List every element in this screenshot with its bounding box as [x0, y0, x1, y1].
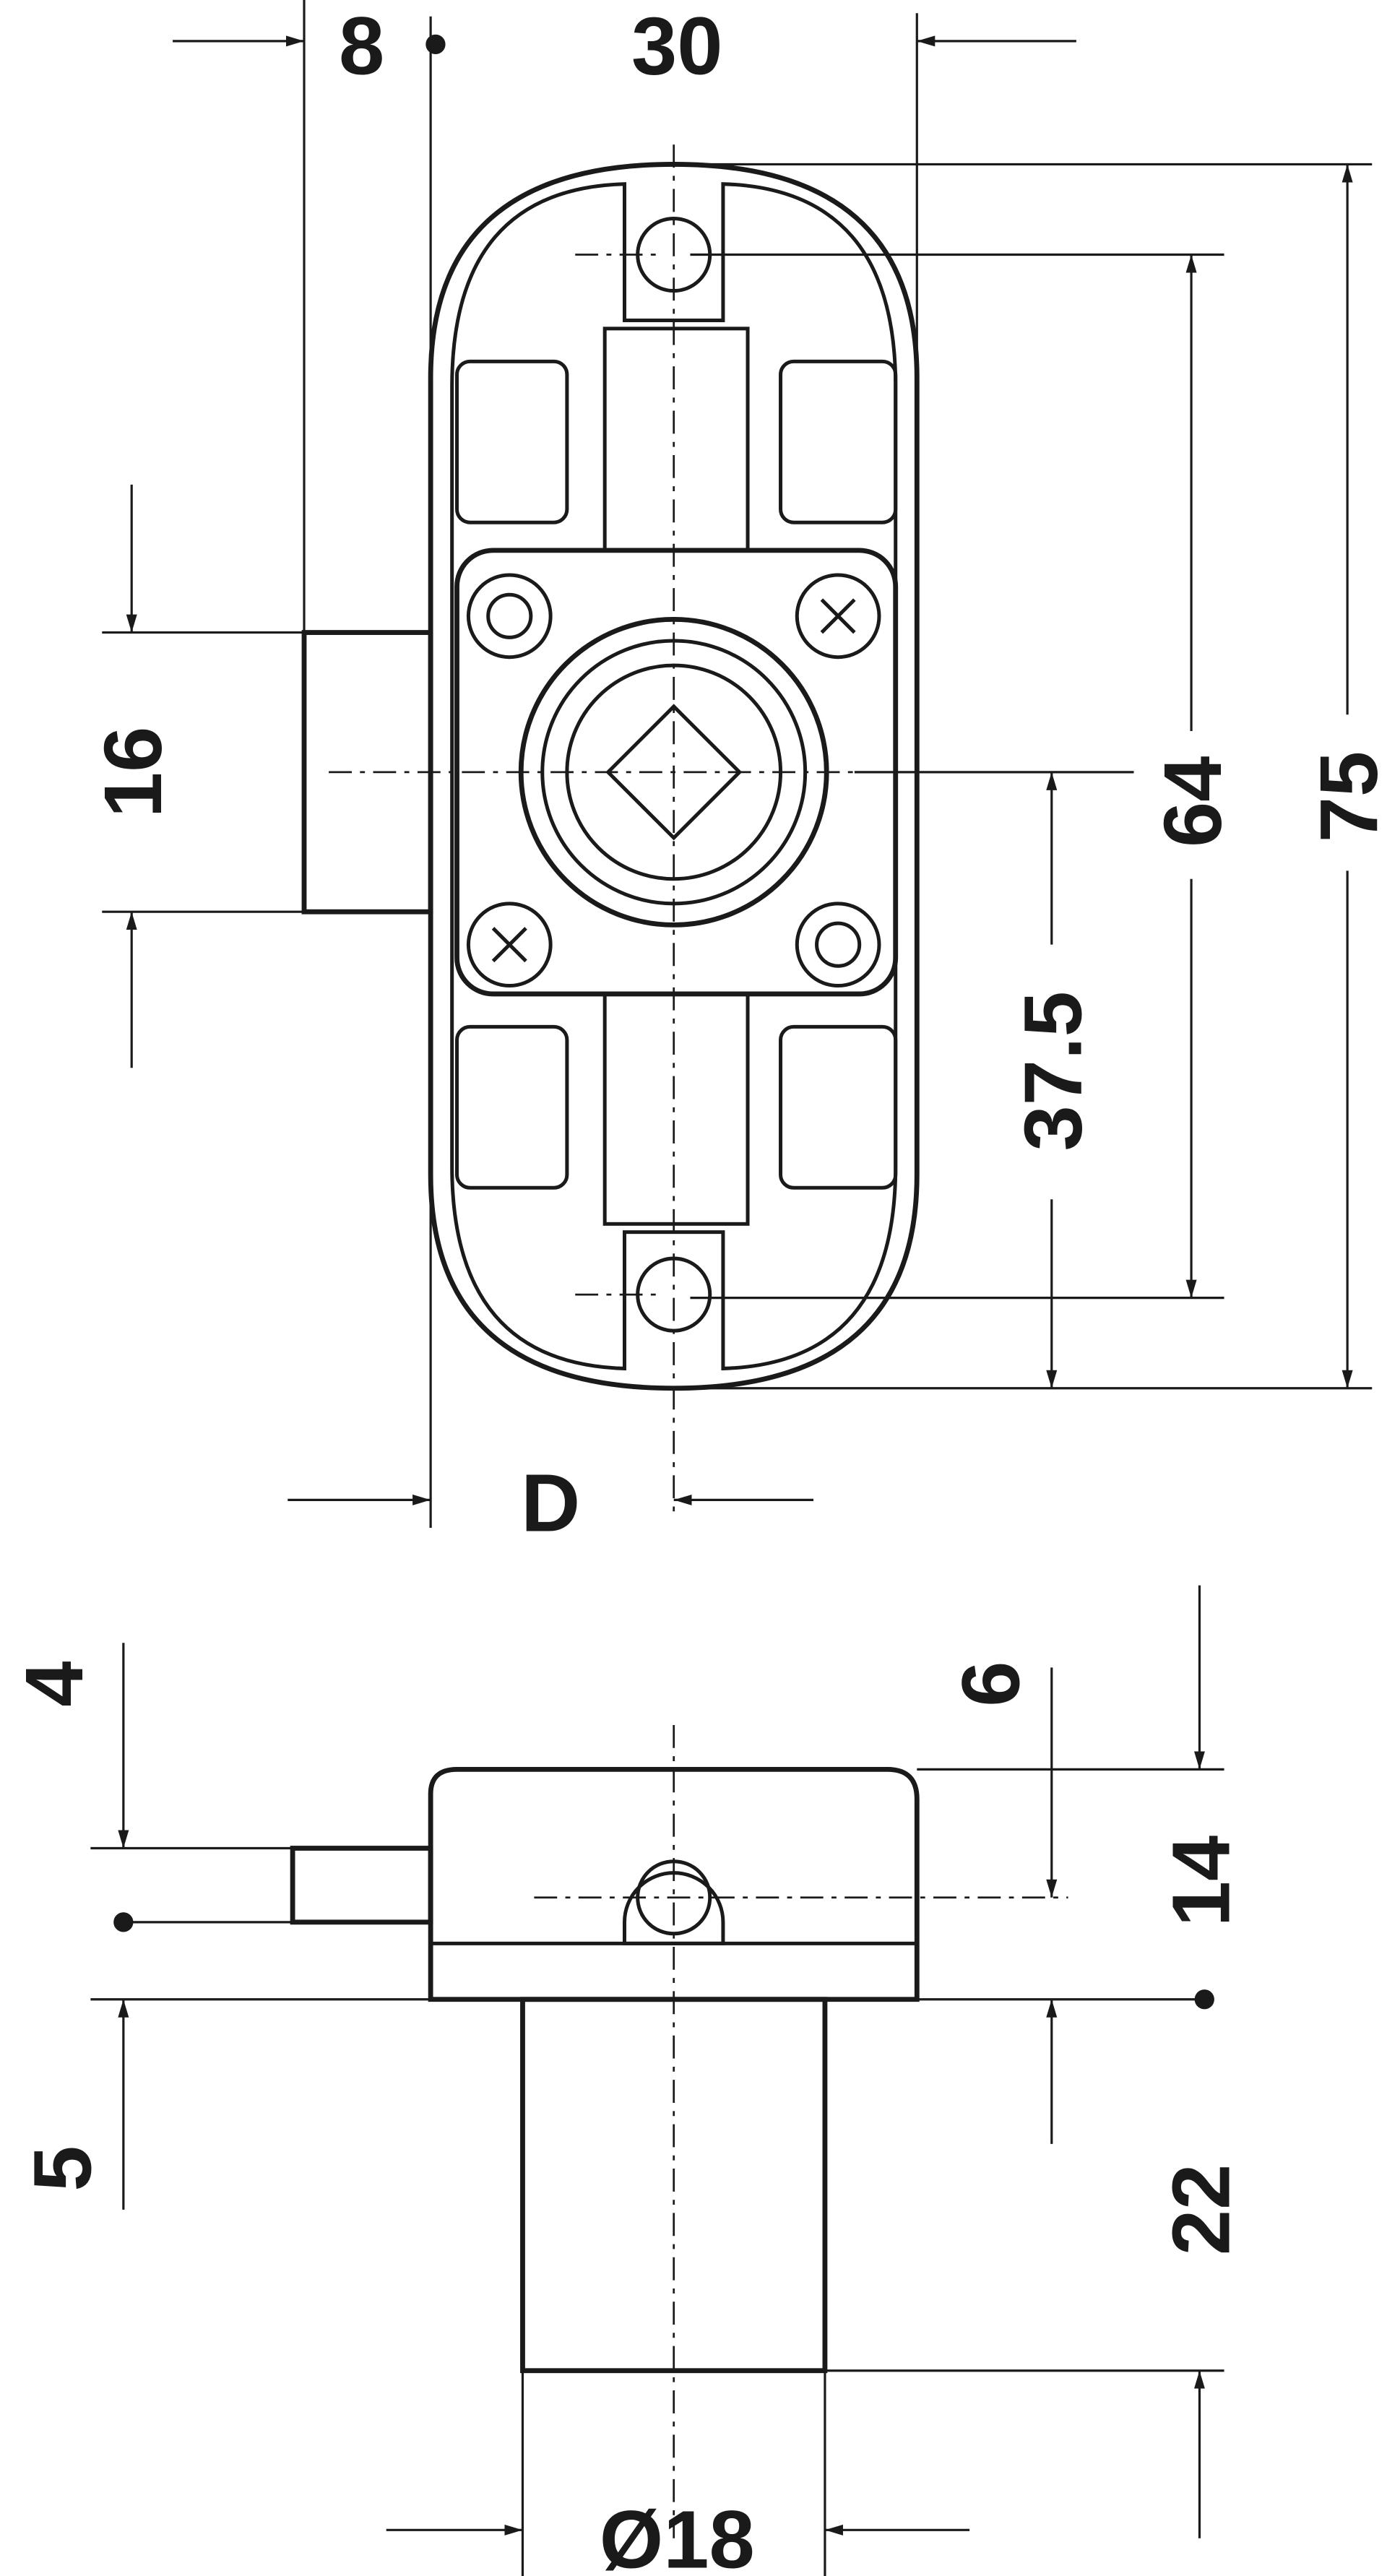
dim-label-75: 75	[1303, 751, 1387, 842]
dim-label-16: 16	[87, 727, 179, 818]
top-view: 8 30 16 64 75 37.5 D	[87, 0, 1387, 1550]
key-diamond	[605, 704, 743, 841]
screw-cross	[466, 902, 553, 988]
lock-body	[428, 1766, 920, 2002]
plate-window	[455, 359, 569, 524]
dim-label-6: 6	[945, 1661, 1037, 1706]
dim-label-D: D	[521, 1458, 580, 1550]
bolt-side	[290, 1846, 433, 1925]
plate-window	[779, 359, 898, 524]
extension-lines	[90, 1768, 1224, 2576]
extension-lines	[102, 0, 1373, 1529]
plate-window	[455, 1024, 569, 1190]
dim-label-37-5: 37.5	[1008, 991, 1099, 1151]
dim-label-14: 14	[1155, 1836, 1247, 1927]
dim-dot	[113, 1912, 134, 1932]
dim-label-30: 30	[631, 0, 722, 92]
bolt	[301, 630, 433, 915]
centerline	[329, 144, 1134, 1512]
dim-label-diameter-18: Ø18	[600, 2494, 755, 2576]
centerline	[534, 1724, 1068, 2538]
dim-label-22: 22	[1155, 2164, 1247, 2255]
side-view: 4 6 14 5 22 Ø18	[9, 1585, 1247, 2576]
dim-dot	[425, 34, 446, 55]
lock-plate-outline	[428, 162, 920, 1391]
dim-label-4: 4	[9, 1661, 100, 1706]
slide-bar-bottom	[602, 992, 750, 1226]
dim-label-8: 8	[339, 0, 384, 92]
dim-label-5: 5	[17, 2145, 108, 2191]
plate-window	[779, 1024, 898, 1190]
dim-label-64: 64	[1147, 756, 1239, 847]
slide-bar-top	[602, 327, 750, 553]
screw-cross	[795, 573, 881, 660]
dim-dot	[1194, 1989, 1214, 2010]
screw-hole	[466, 573, 553, 660]
screw-hole	[795, 902, 881, 988]
